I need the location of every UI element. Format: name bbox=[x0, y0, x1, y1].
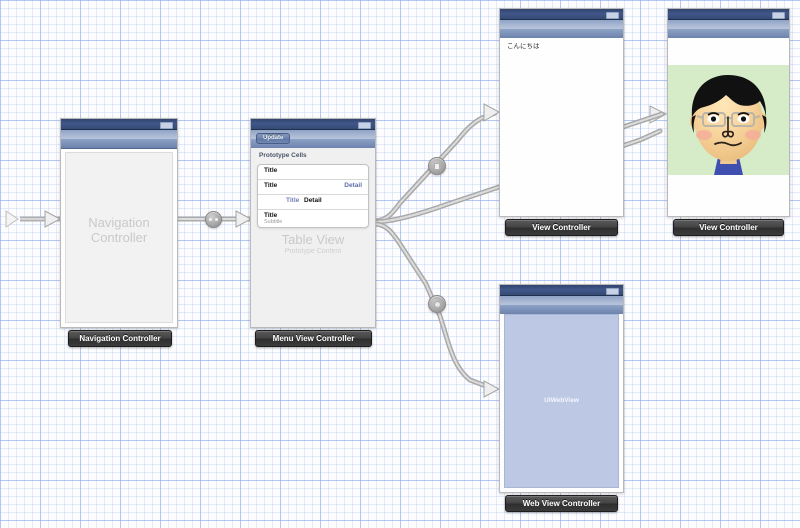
menu-view-controller-device[interactable]: Update Prototype Cells Title Title Detai… bbox=[250, 118, 376, 328]
mii-avatar-image bbox=[668, 65, 789, 175]
view-content: こんにちは bbox=[500, 38, 623, 216]
segue-badge-glyph bbox=[433, 300, 441, 308]
greeting-view-controller-device[interactable]: こんにちは bbox=[499, 8, 624, 217]
prototype-cells-header: Prototype Cells bbox=[259, 152, 307, 159]
cell-detail: Detail bbox=[344, 182, 362, 189]
navigation-bar bbox=[668, 20, 789, 39]
entry-point-connector[interactable] bbox=[5, 210, 62, 228]
uiwebview-label: UIWebView bbox=[544, 397, 579, 404]
segue-badge-web[interactable] bbox=[428, 295, 446, 313]
navigation-bar: Update bbox=[251, 130, 375, 149]
update-button[interactable]: Update bbox=[256, 133, 291, 144]
status-bar bbox=[668, 9, 789, 20]
scene-label-menu-view-controller[interactable]: Menu View Controller bbox=[255, 330, 372, 347]
relationship-dot-left bbox=[209, 218, 212, 221]
segue-badge-greeting[interactable] bbox=[428, 157, 446, 175]
cell-title: Title bbox=[286, 197, 300, 204]
mii-view-controller-device[interactable] bbox=[667, 8, 790, 217]
navigation-bar bbox=[500, 296, 623, 315]
status-bar bbox=[500, 285, 623, 296]
battery-icon bbox=[606, 12, 619, 19]
navigation-bar bbox=[61, 130, 177, 149]
cell-title: Title bbox=[264, 182, 278, 189]
table-row[interactable]: Title Detail bbox=[258, 195, 368, 210]
navigation-controller-body bbox=[65, 152, 173, 323]
table-row[interactable]: Title Subtitle bbox=[258, 210, 368, 227]
navigation-bar bbox=[500, 20, 623, 39]
relationship-dot-icon[interactable] bbox=[205, 211, 222, 228]
status-bar bbox=[251, 119, 375, 130]
segue-badge-glyph bbox=[434, 162, 440, 170]
cell-detail: Detail bbox=[304, 197, 322, 204]
scene-label-mii-view-controller[interactable]: View Controller bbox=[673, 219, 784, 236]
navigation-controller-watermark: Navigation Controller bbox=[88, 215, 150, 245]
table-view[interactable]: Prototype Cells Title Title Detail Title… bbox=[251, 148, 375, 327]
status-bar bbox=[500, 9, 623, 20]
status-bar bbox=[61, 119, 177, 130]
uiwebview[interactable]: UIWebView bbox=[504, 314, 619, 488]
table-row[interactable]: Title bbox=[258, 165, 368, 180]
cell-title: Title bbox=[264, 167, 278, 174]
battery-icon bbox=[358, 122, 371, 129]
cell-title: Title bbox=[264, 212, 278, 219]
prototype-cells-group: Title Title Detail Title Detail Title Su… bbox=[257, 164, 369, 228]
mii-avatar-icon bbox=[668, 65, 789, 175]
scene-label-navigation-controller[interactable]: Navigation Controller bbox=[68, 330, 172, 347]
table-view-watermark: Table View bbox=[281, 232, 345, 247]
scene-label-web-view-controller[interactable]: Web View Controller bbox=[505, 495, 618, 512]
relationship-dot-right bbox=[215, 218, 218, 221]
web-view-controller-device[interactable]: UIWebView bbox=[499, 284, 624, 493]
view-content bbox=[668, 38, 789, 216]
greeting-label: こんにちは bbox=[507, 42, 540, 50]
cell-subtitle: Subtitle bbox=[264, 219, 283, 225]
battery-icon bbox=[160, 122, 173, 129]
battery-icon bbox=[772, 12, 785, 19]
table-view-watermark-sub: Prototype Content bbox=[284, 248, 342, 255]
table-row[interactable]: Title Detail bbox=[258, 180, 368, 195]
scene-label-greeting-view-controller[interactable]: View Controller bbox=[505, 219, 618, 236]
view-content: UIWebView bbox=[500, 314, 623, 492]
navigation-controller-device[interactable]: Navigation Controller bbox=[60, 118, 178, 328]
battery-icon bbox=[606, 288, 619, 295]
